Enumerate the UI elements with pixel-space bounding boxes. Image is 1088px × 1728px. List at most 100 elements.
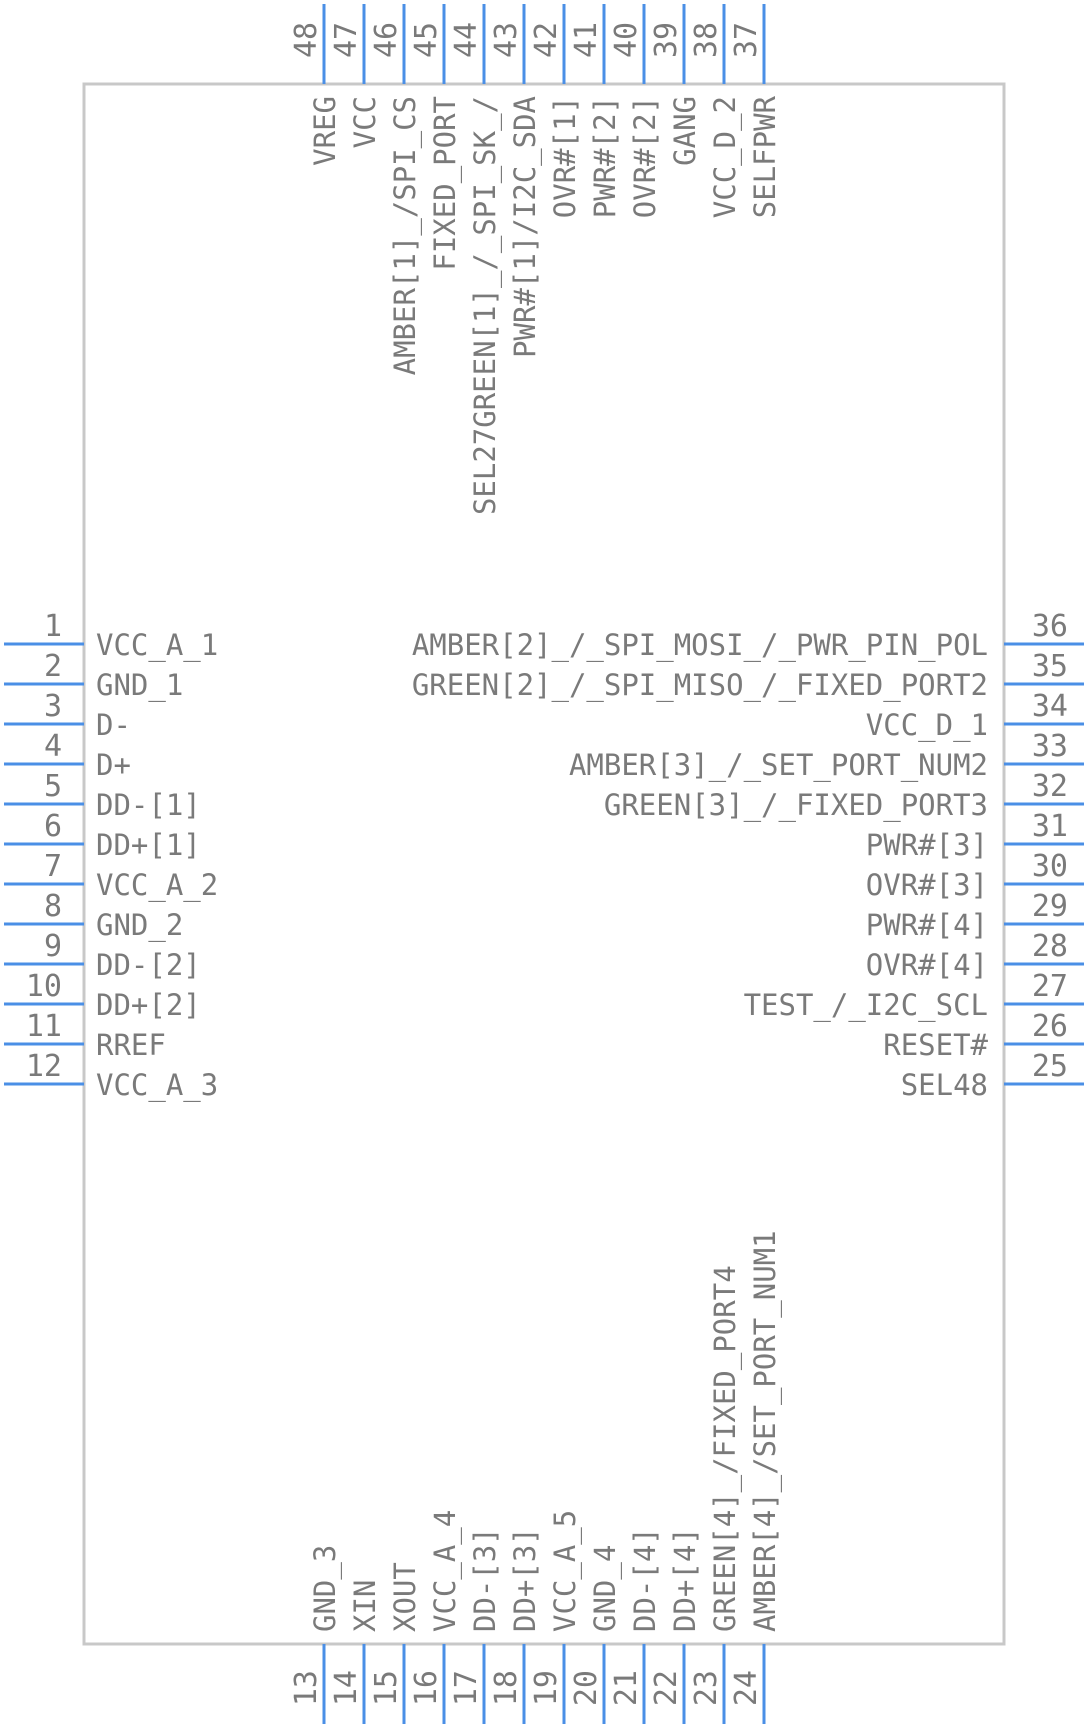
pin-number: 26 [1032,1009,1068,1044]
pin-name: VCC_A_1 [96,628,218,663]
pin-name: TEST_/_I2C_SCL [744,988,988,1023]
pin-name: VCC_D_2 [708,96,743,218]
pin-13: 13 GND_3 [289,1545,343,1724]
pin-number: 21 [609,1670,644,1706]
pin-21: 21 DD-[4] [609,1527,662,1724]
pin-name: DD-[4] [628,1527,662,1632]
pin-name: OVR#[4] [866,948,988,982]
pin-name: DD-[1] [96,788,201,822]
pin-number: 46 [369,22,404,58]
pin-name: AMBER[2]_/_SPI_MOSI_/_PWR_PIN_POL [412,628,988,663]
pin-number: 10 [26,969,62,1004]
pin-name: RESET# [883,1028,988,1062]
pin-number: 32 [1032,769,1068,804]
pin-name: AMBER[3]_/_SET_PORT_NUM2 [569,748,988,783]
pin-number: 39 [649,22,684,58]
pin-name: OVR#[2] [628,96,662,218]
pin-number: 30 [1032,849,1068,884]
pin-number: 48 [289,22,324,58]
pin-name: OVR#[3] [866,868,988,902]
pin-number: 15 [369,1670,404,1706]
pin-name: AMBER[1]_/SPI_CS [388,96,423,375]
pin-name: D- [96,708,131,742]
pin-name: VCC_A_4 [428,1510,463,1632]
pin-6: 6DD+[1] [4,809,201,862]
pin-name: DD+[2] [96,988,201,1022]
pin-number: 4 [44,729,62,764]
bottom-pin-group: 13GND_314XIN15XOUT16VCC_A_417DD-[3]18DD+… [289,1230,783,1724]
pin-number: 9 [44,929,62,964]
pin-name: GND_3 [308,1545,343,1632]
pin-name: VCC [348,96,382,148]
pin-9: 9DD-[2] [4,929,201,982]
pin-name: AMBER[4]_/SET_PORT_NUM1 [748,1230,783,1632]
top-pin-group: 37SELFPWR38VCC_D_239GANG40OVR#[2]41PWR#[… [289,4,782,515]
pin-number: 23 [689,1670,724,1706]
pin-number: 1 [44,609,62,644]
pin-5: 5DD-[1] [4,769,201,822]
pin-name: GND_1 [96,668,183,703]
pin-number: 16 [409,1670,444,1706]
pin-number: 27 [1032,969,1068,1004]
pin-name: DD-[3] [468,1527,502,1632]
component-body [82,82,1006,1646]
pin-number: 37 [729,22,764,58]
pin-number: 17 [449,1670,484,1706]
pin-name: XOUT [388,1562,422,1632]
pin-number: 36 [1032,609,1068,644]
pin-name: GREEN[2]_/_SPI_MISO_/_FIXED_PORT2 [412,668,988,703]
pin-name: PWR#[2] [588,96,622,218]
pin-17: 17 DD-[3] [449,1527,502,1724]
pin-name: PWR#[1]/I2C_SDA [508,96,543,358]
pin-number: 13 [289,1670,324,1706]
pin-name: PWR#[4] [866,908,988,942]
pin-name: OVR#[1] [548,96,582,218]
pin-number: 24 [729,1670,764,1706]
pin-number: 6 [44,809,62,844]
pin-number: 3 [44,689,62,724]
pin-name: GND_4 [588,1545,623,1632]
pin-number: 19 [529,1670,564,1706]
pin-number: 2 [44,649,62,684]
pin-number: 34 [1032,689,1068,724]
pin-15: 15 XOUT [369,1562,422,1724]
pin-name: DD+[3] [508,1527,542,1632]
pin-number: 11 [26,1009,62,1044]
pin-name: DD+[1] [96,828,201,862]
pin-number: 22 [649,1670,684,1706]
pin-3: 3D- [4,689,131,742]
pin-name: VREG [308,96,342,166]
pin-name: PWR#[3] [866,828,988,862]
pin-name: SEL27GREEN[1]_/_SPI_SK_/ [468,96,503,515]
pin-number: 33 [1032,729,1068,764]
pin-name: GREEN[4]_/FIXED_PORT4 [708,1265,743,1632]
pin-16: 16 VCC_A_4 [409,1510,463,1724]
